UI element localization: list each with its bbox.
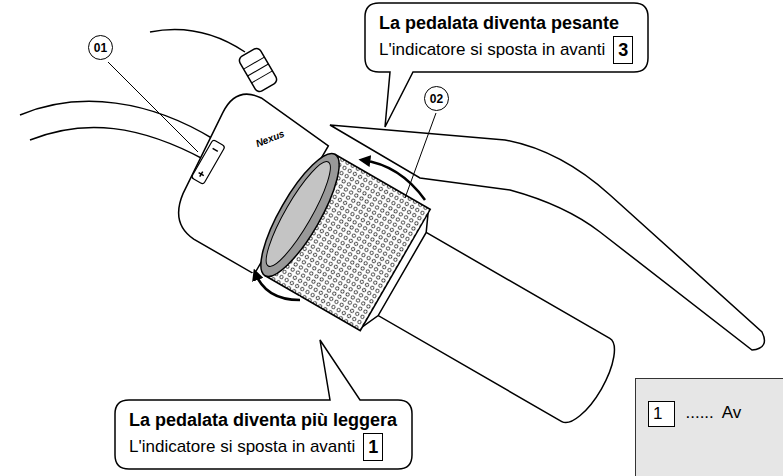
callout-bubble: La pedalata diventa più leggeraL'indicat… bbox=[115, 400, 411, 469]
node-text: 01 bbox=[94, 41, 107, 55]
gear-indicator bbox=[191, 139, 225, 184]
bubble-outline bbox=[365, 3, 648, 127]
leader-line bbox=[108, 62, 198, 152]
callout-bubble: La pedalata diventa pesanteL'indicatore … bbox=[365, 3, 647, 72]
grip-shifter bbox=[161, 85, 643, 453]
cable bbox=[150, 30, 245, 53]
legend-panel: ...... Av 1 bbox=[635, 378, 783, 476]
rotation-arrow bbox=[255, 272, 300, 300]
node-text: 1 bbox=[653, 404, 662, 423]
indicator-number: 1 bbox=[363, 433, 383, 461]
node-text: 1 bbox=[368, 434, 378, 460]
barrel-adjuster bbox=[238, 47, 279, 94]
callout-number: 01 bbox=[88, 35, 113, 60]
node-text: 02 bbox=[430, 92, 443, 106]
node-text: 3 bbox=[618, 37, 628, 63]
rotation-arrow bbox=[362, 160, 425, 200]
leader-line bbox=[405, 113, 436, 198]
bubble-outline bbox=[115, 340, 412, 469]
node-text: La pedalata diventa più leggera bbox=[129, 407, 397, 433]
node-text: L'indicatore si sposta in avanti bbox=[129, 434, 355, 460]
node-text: Av bbox=[722, 401, 742, 425]
brand-label: Nexus bbox=[254, 128, 286, 149]
node-text: ...... bbox=[685, 401, 713, 425]
node-text: La pedalata diventa pesante bbox=[379, 10, 633, 36]
indicator-number: 3 bbox=[613, 36, 633, 64]
rubber-grip bbox=[376, 231, 626, 431]
callout-number: 02 bbox=[424, 86, 449, 111]
indicator-number: 1 bbox=[648, 401, 675, 427]
node-text: L'indicatore si sposta in avanti bbox=[379, 37, 605, 63]
